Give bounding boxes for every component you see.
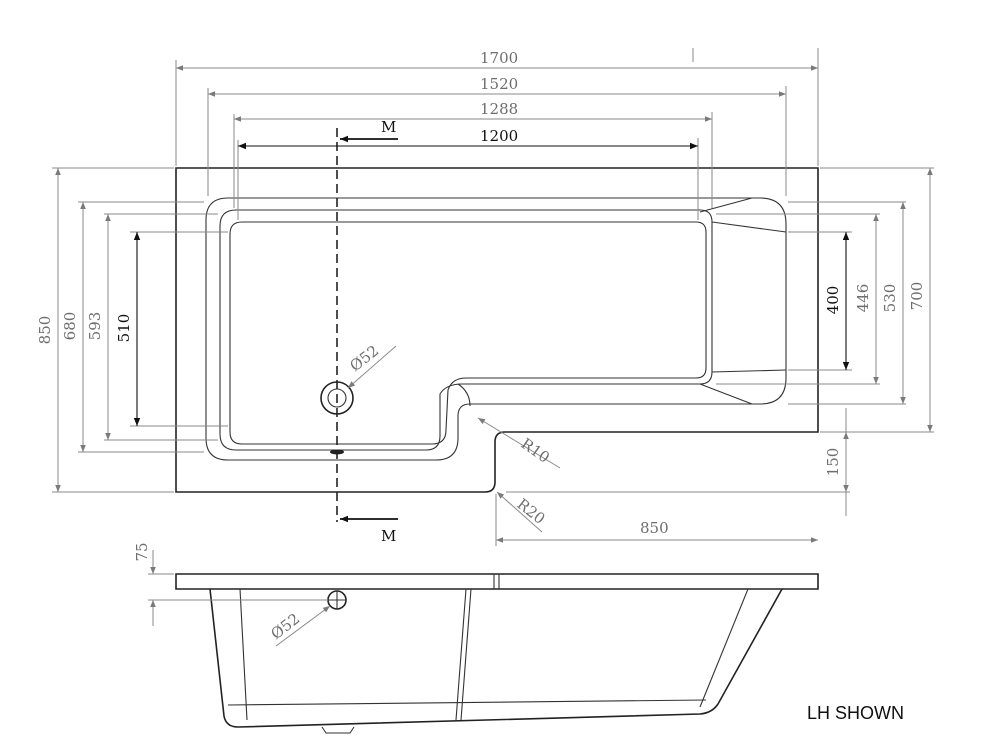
dim-700: 700	[908, 282, 926, 311]
basin-floor-outline	[229, 221, 707, 445]
leader-waste	[347, 345, 397, 389]
side-rim	[175, 573, 819, 590]
note-lh-shown: LH SHOWN	[807, 703, 904, 723]
dim-r10: R10	[518, 435, 553, 467]
leader-r20	[496, 491, 543, 533]
dim-75: 75	[133, 542, 151, 561]
leader-r10	[477, 417, 561, 469]
dim-overflow-diameter: Ø52	[267, 610, 303, 644]
side-view: Ø52 75	[133, 542, 819, 734]
dim-1200: 1200	[480, 127, 518, 145]
plan-view: M M 1700 1520 1288 1200 850 680 593 510 …	[36, 48, 934, 546]
dim-1288: 1288	[480, 100, 518, 118]
side-body-inner-right	[699, 588, 749, 708]
dim-850-left: 850	[36, 316, 54, 345]
dim-150: 150	[824, 448, 842, 477]
dim-1700: 1700	[480, 49, 518, 67]
side-body-outline	[209, 588, 783, 728]
dim-waste-diameter: Ø52	[346, 342, 382, 376]
dim-510: 510	[115, 314, 133, 343]
side-body-inner-step	[455, 588, 472, 721]
section-label-bottom: M	[381, 527, 396, 545]
dim-680: 680	[61, 312, 79, 341]
dim-446: 446	[854, 284, 872, 313]
side-body-floor	[227, 699, 707, 706]
dim-530: 530	[881, 284, 899, 313]
rim-inner-line	[205, 197, 787, 461]
shower-end-facet	[699, 197, 787, 405]
dim-1520: 1520	[480, 75, 518, 93]
dim-400: 400	[824, 286, 842, 315]
side-waste-spigot	[321, 726, 355, 734]
leader-overflow	[275, 605, 331, 647]
dim-593: 593	[86, 312, 104, 341]
side-body-inner-left	[239, 588, 248, 721]
section-label-top: M	[381, 118, 396, 136]
dim-step-850: 850	[640, 519, 669, 537]
step-corner-detail	[457, 383, 471, 407]
basin-upper-edge	[219, 209, 713, 451]
side-overflow-cross	[328, 591, 346, 609]
bath-outer-outline	[175, 167, 819, 493]
